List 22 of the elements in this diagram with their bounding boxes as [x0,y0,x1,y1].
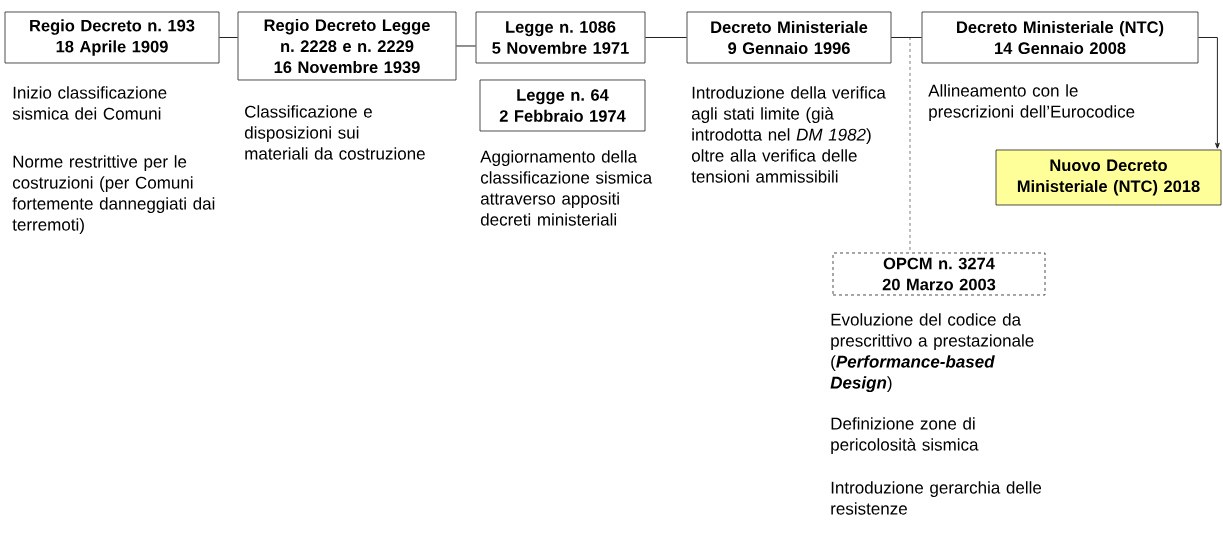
law-box: Nuovo Decreto Ministeriale (NTC) 2018 [995,149,1222,206]
connector-line [891,37,911,254]
law-box: Regio Decreto Legge n. 2228 e n. 2229 16 Novembre 1939 [237,11,457,81]
law-box: Decreto Ministeriale (NTC) 14 Gennaio 2008 [921,11,1199,64]
description-text: Allineamento con le prescrizioni dell’Eurocodice [928,84,1135,122]
description-text: Classificazione e disposizioni sui materiali da costruzione [244,105,425,160]
law-box: Legge n. 64 2 Febbraio 1974 [479,79,646,132]
law-box: OPCM n. 3274 20 Marzo 2003 [832,252,1046,296]
connector-line [1197,37,1220,149]
description-text: Evoluzione del codice da prescrittivo a prestazionale (Performance-based Design) [830,313,1034,393]
description-text: Aggiornamento della classificazione sismica attraverso appositi decreti ministeriali [480,150,653,226]
connector-line [455,45,477,47]
description-text: Introduzione della verifica agli stati limite (già introdotta nel DM 1982) oltre alla verifica delle tensioni ammissibili [691,86,886,183]
description-text: Introduzione gerarchia delle resistenze [831,481,1042,515]
law-box: Legge n. 1086 5 Novembre 1971 [475,11,646,64]
connector-line [644,37,688,38]
description-text: Inizio classificazione sismica dei Comuni [12,86,167,120]
law-box: Regio Decreto n. 193 18 Aprile 1909 [4,11,220,64]
description-text: Definizione zone di pericolosità sismica [831,417,979,455]
law-box: Decreto Ministeriale 9 Gennaio 1996 [686,11,892,64]
description-text: Norme restrittive per le costruzioni (per Comuni fortemente danneggiati dai terremoti) [12,155,215,234]
connector-line [218,37,239,38]
